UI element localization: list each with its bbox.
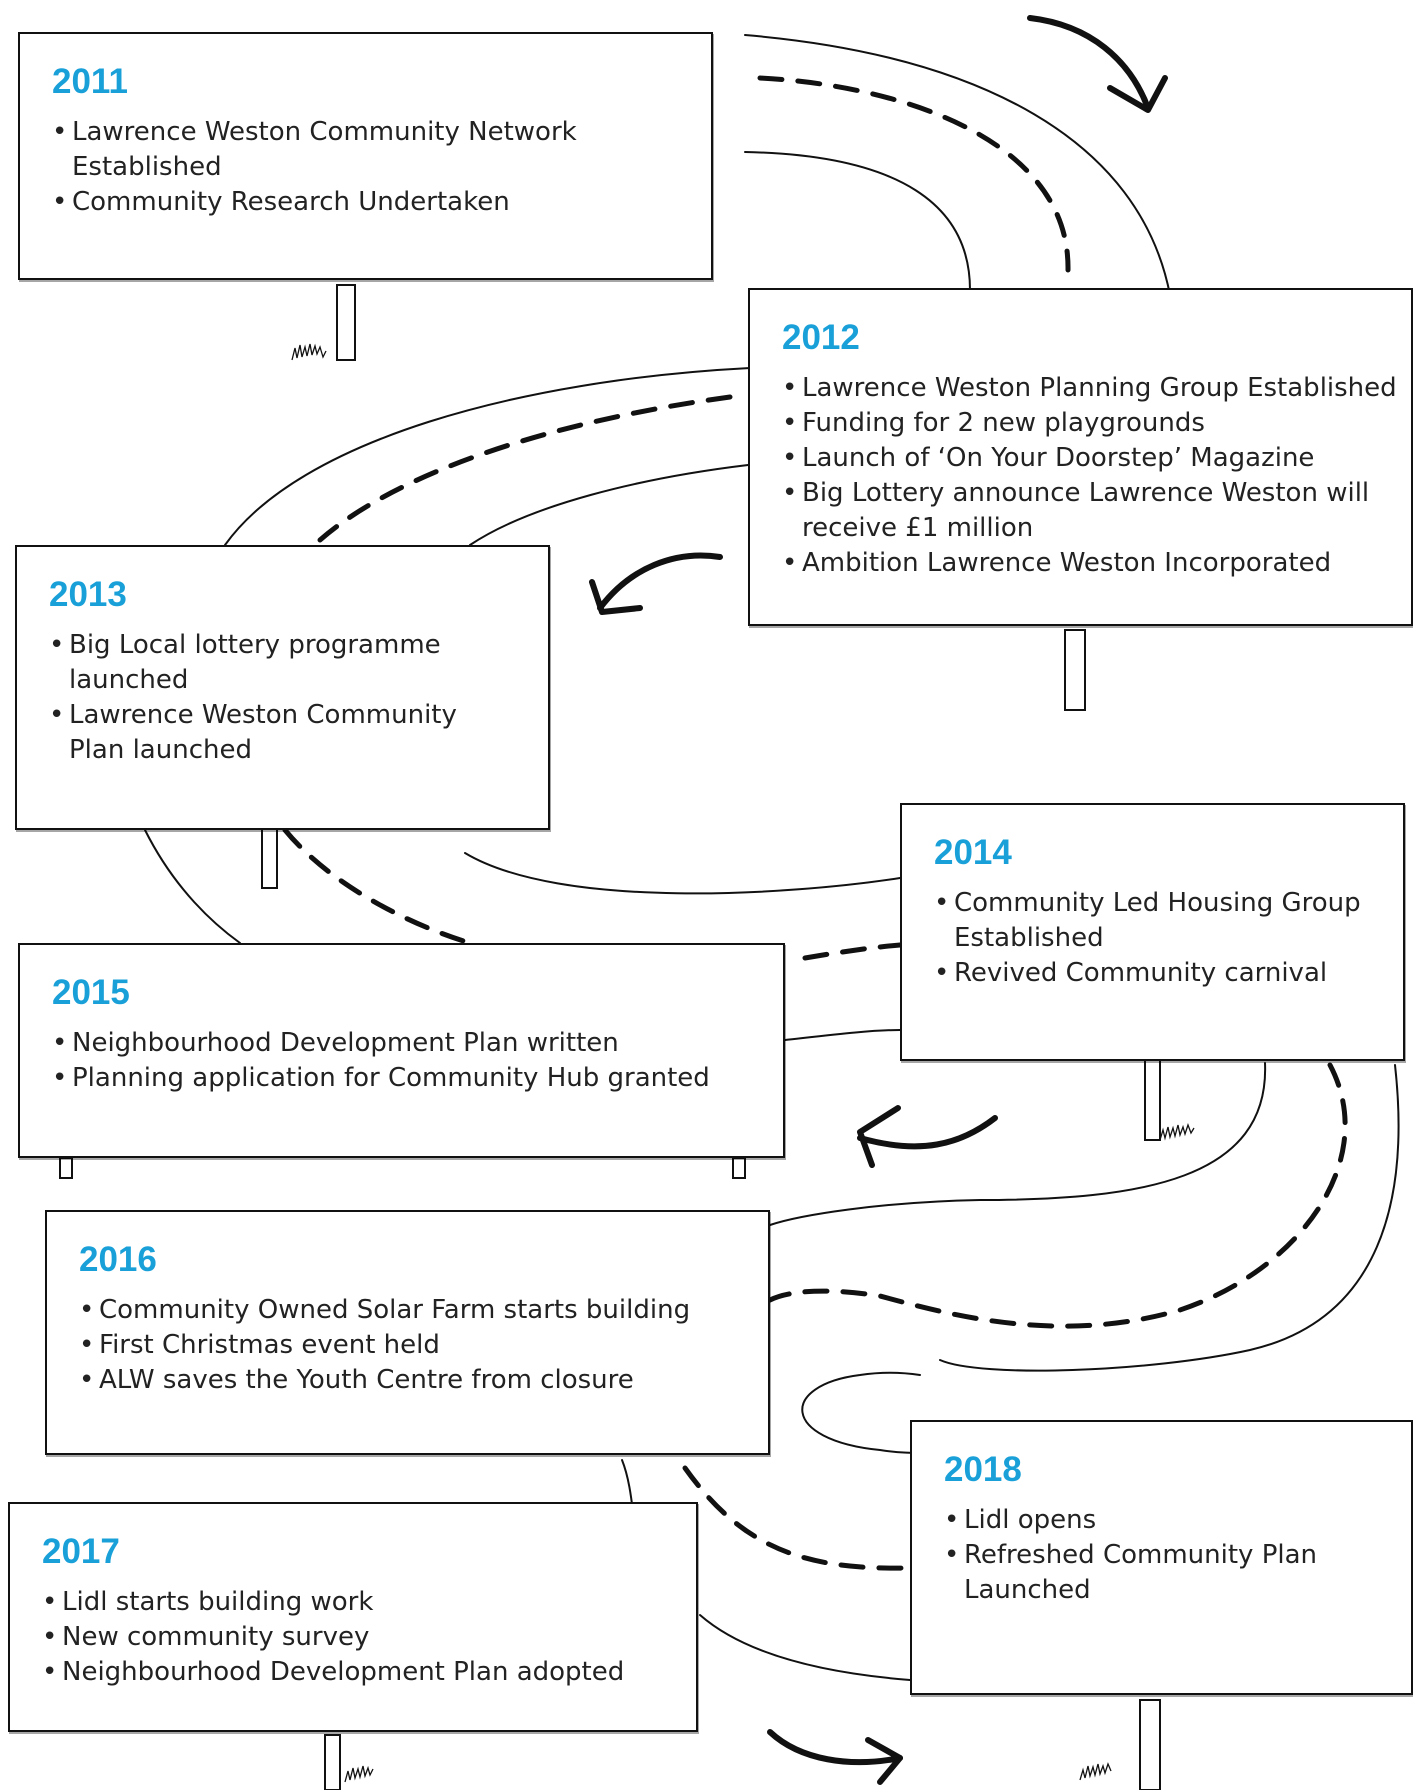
sign-item-list: Lawrence Weston Community Network Establ… [52,115,683,220]
sign-item: Community Led Housing Group Established [934,886,1375,956]
sign-item: Community Research Undertaken [52,185,683,220]
sign-year: 2017 [42,1532,120,1571]
timeline-sign-2014: 2014 Community Led Housing Group Establi… [900,803,1405,1061]
sign-item: Big Lottery announce Lawrence Weston wil… [782,476,1401,546]
sign-item-list: Lidl starts building work New community … [42,1585,668,1690]
road-centerline [802,942,903,961]
road-edge [744,34,1171,296]
sign-item-list: Neighbourhood Development Plan written P… [52,1026,755,1096]
sign-item-list: Lidl opens Refreshed Community Plan Laun… [944,1503,1383,1608]
sign-item: Lidl starts building work [42,1585,668,1620]
road-edge [224,367,751,546]
road-centerline [317,394,733,543]
timeline-sign-2017: 2017 Lidl starts building work New commu… [8,1502,698,1732]
sign-item: Lidl opens [944,1503,1383,1538]
sign-post [324,1734,341,1790]
road-centerline [282,827,473,946]
sign-item-list: Big Local lottery programme launched Law… [49,628,520,768]
timeline-sign-2011: 2011 Lawrence Weston Community Network E… [18,32,713,280]
arrow-icon [767,1729,903,1766]
sign-item: Funding for 2 new playgrounds [782,406,1401,441]
arrow-icon [865,1737,903,1785]
road-edge [939,1064,1400,1372]
sign-year: 2016 [79,1240,157,1279]
sign-item: New community survey [42,1620,668,1655]
road-edge [464,852,901,895]
grass-tuft [1079,1762,1112,1781]
arrow-icon [857,1115,998,1150]
arrow-icon [597,552,723,611]
road-edge [769,1062,1267,1226]
road-edge [144,829,241,944]
sign-post [59,1157,73,1179]
road-edge [699,1614,911,1681]
sign-item-list: Community Owned Solar Farm starts buildi… [79,1293,740,1398]
sign-item: Refreshed Community Plan Launched [944,1538,1383,1608]
sign-item: Big Local lottery programme launched [49,628,520,698]
sign-post [336,284,356,361]
timeline-sign-2018: 2018 Lidl opens Refreshed Community Plan… [910,1420,1413,1695]
grass-tuft [344,1765,374,1783]
timeline-sign-2012: 2012 Lawrence Weston Planning Group Esta… [748,288,1413,626]
sign-item: Community Owned Solar Farm starts buildi… [79,1293,740,1328]
road-edge [744,151,971,291]
sign-item: Lawrence Weston Planning Group Establish… [782,371,1401,406]
sign-year: 2018 [944,1450,1022,1489]
arrow-icon [857,1105,901,1168]
sign-post [1064,629,1086,711]
sign-item: Revived Community carnival [934,956,1375,991]
road-centerline [757,75,1071,273]
sign-post [261,827,278,889]
sign-item: Lawrence Weston Community Plan launched [49,698,520,768]
sign-item-list: Lawrence Weston Planning Group Establish… [782,371,1401,581]
sign-item: First Christmas event held [79,1328,740,1363]
sign-item: Lawrence Weston Community Network Establ… [52,115,683,185]
arrow-icon [1107,75,1168,113]
timeline-sign-2016: 2016 Community Owned Solar Farm starts b… [45,1210,770,1455]
sign-year: 2014 [934,833,1012,872]
sign-year: 2015 [52,973,130,1012]
sign-post [1139,1699,1161,1790]
sign-year: 2011 [52,62,128,101]
arrow-icon [1027,15,1151,111]
grass-tuft [291,343,327,361]
arrow-icon [589,579,643,615]
sign-year: 2013 [49,575,127,614]
timeline-sign-2013: 2013 Big Local lottery programme launche… [15,545,550,830]
sign-item: Planning application for Community Hub g… [52,1061,755,1096]
sign-item: Launch of ‘On Your Doorstep’ Magazine [782,441,1401,476]
sign-item: Ambition Lawrence Weston Incorporated [782,546,1401,581]
sign-item-list: Community Led Housing Group Established … [934,886,1375,991]
sign-item: ALW saves the Youth Centre from closure [79,1363,740,1398]
grass-tuft [1159,1123,1195,1141]
sign-item: Neighbourhood Development Plan adopted [42,1655,668,1690]
sign-item: Neighbourhood Development Plan written [52,1026,755,1061]
road-edge [784,1029,901,1041]
sign-post [1144,1059,1161,1141]
road-centerline [682,1465,908,1571]
sign-post [732,1157,746,1179]
sign-year: 2012 [782,318,860,357]
road-edge [469,464,749,546]
timeline-sign-2015: 2015 Neighbourhood Development Plan writ… [18,943,785,1158]
road-centerline [767,1062,1348,1329]
